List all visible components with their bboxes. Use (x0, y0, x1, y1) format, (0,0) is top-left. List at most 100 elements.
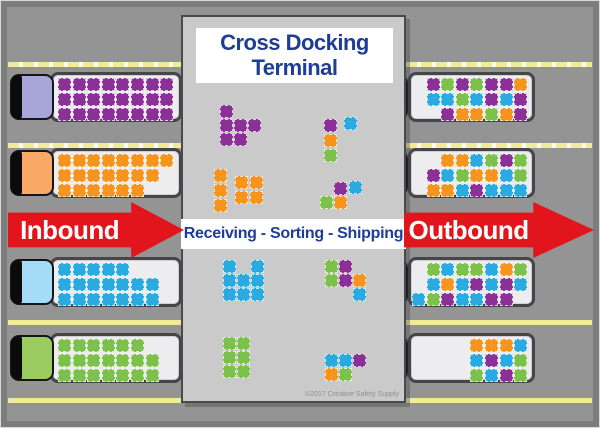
cargo-square (101, 293, 115, 306)
cargo-square (470, 78, 484, 91)
cargo-square (58, 78, 71, 91)
cargo-square (72, 354, 86, 367)
truck-trailer (408, 333, 535, 383)
cargo-square (131, 354, 144, 367)
cargo-square (514, 154, 528, 167)
cargo-square (101, 184, 115, 197)
copyright-text: ©2017 Creative Safety Supply (305, 391, 399, 398)
outbound-label: Outbound (408, 214, 530, 245)
cargo-square (499, 78, 513, 91)
cargo-square (499, 108, 513, 121)
cargo-square (116, 278, 130, 291)
cargo-square (470, 369, 484, 382)
cargo-square (58, 93, 71, 106)
inbound-label: Inbound (20, 214, 120, 245)
road-line (8, 398, 181, 403)
cargo-square (145, 369, 159, 382)
cargo-square (499, 169, 513, 182)
cargo-square (116, 339, 130, 352)
cargo-square (131, 278, 144, 291)
cargo-square (214, 169, 227, 182)
truck-trailer (50, 148, 182, 198)
process-label: Receiving - Sorting - Shipping (183, 225, 404, 242)
terminal-floor (183, 17, 404, 401)
cargo-square (426, 293, 440, 306)
cargo-square (455, 108, 469, 121)
road-line (406, 320, 592, 325)
cargo-square (250, 191, 263, 204)
cargo-square (58, 184, 71, 197)
cargo-square (470, 184, 484, 197)
cargo-square (426, 263, 440, 276)
cargo-square (441, 108, 455, 121)
cargo-square (514, 184, 528, 197)
cargo-square (145, 293, 159, 306)
cargo-square (87, 93, 101, 106)
cargo-square (353, 288, 366, 301)
terminal-title: Cross Docking Terminal (196, 28, 393, 83)
cargo-square (485, 354, 498, 367)
cargo-square (499, 369, 513, 382)
cargo-square (101, 369, 115, 382)
cargo-square (237, 337, 250, 350)
cargo-square (441, 293, 455, 306)
cargo-square (499, 263, 513, 276)
cargo-square (131, 184, 144, 197)
cargo-square (145, 93, 159, 106)
title-line-1: Cross Docking (220, 30, 369, 56)
cargo-square (72, 369, 86, 382)
cargo-square (441, 169, 455, 182)
cargo-square (72, 263, 86, 276)
cargo-square (116, 293, 130, 306)
cargo-square (223, 274, 236, 287)
cargo-square (58, 369, 71, 382)
cargo-square (116, 78, 130, 91)
cargo-square (455, 93, 469, 106)
cargo-square (325, 354, 338, 367)
cargo-square (251, 288, 264, 301)
cargo-square (339, 274, 352, 287)
cargo-square (514, 93, 528, 106)
cargo-square (101, 354, 115, 367)
cargo-square (455, 169, 469, 182)
windshield (11, 336, 22, 380)
cargo-square (344, 117, 357, 130)
cargo-square (87, 263, 101, 276)
cargo-square (116, 369, 130, 382)
cargo-square (220, 105, 233, 118)
cargo-square (237, 288, 250, 301)
process-strip: Receiving - Sorting - Shipping (181, 219, 406, 249)
truck-trailer (50, 257, 182, 307)
cargo-square (485, 263, 498, 276)
cargo-square (441, 263, 455, 276)
road-line (406, 143, 592, 148)
cargo-square (160, 78, 174, 91)
cargo-square (72, 78, 86, 91)
cargo-square (101, 339, 115, 352)
cargo-square (223, 337, 236, 350)
cargo-square (455, 263, 469, 276)
cargo-square (58, 263, 71, 276)
cargo-square (87, 278, 101, 291)
cargo-square (101, 278, 115, 291)
cargo-square (58, 354, 71, 367)
cargo-square (116, 354, 130, 367)
cargo-square (235, 176, 248, 189)
cargo-square (339, 354, 352, 367)
cargo-square (131, 169, 144, 182)
cargo-square (214, 199, 227, 212)
cargo-square (470, 93, 484, 106)
cargo-square (116, 169, 130, 182)
cargo-square (223, 288, 236, 301)
cargo-square (470, 278, 484, 291)
cargo-square (499, 339, 513, 352)
cargo-square (72, 339, 86, 352)
cargo-square (101, 169, 115, 182)
cargo-square (426, 184, 440, 197)
cargo-square (325, 260, 338, 273)
cargo-square (101, 154, 115, 167)
cargo-square (441, 78, 455, 91)
cargo-square (499, 354, 513, 367)
cargo-square (251, 260, 264, 273)
cargo-square (470, 169, 484, 182)
